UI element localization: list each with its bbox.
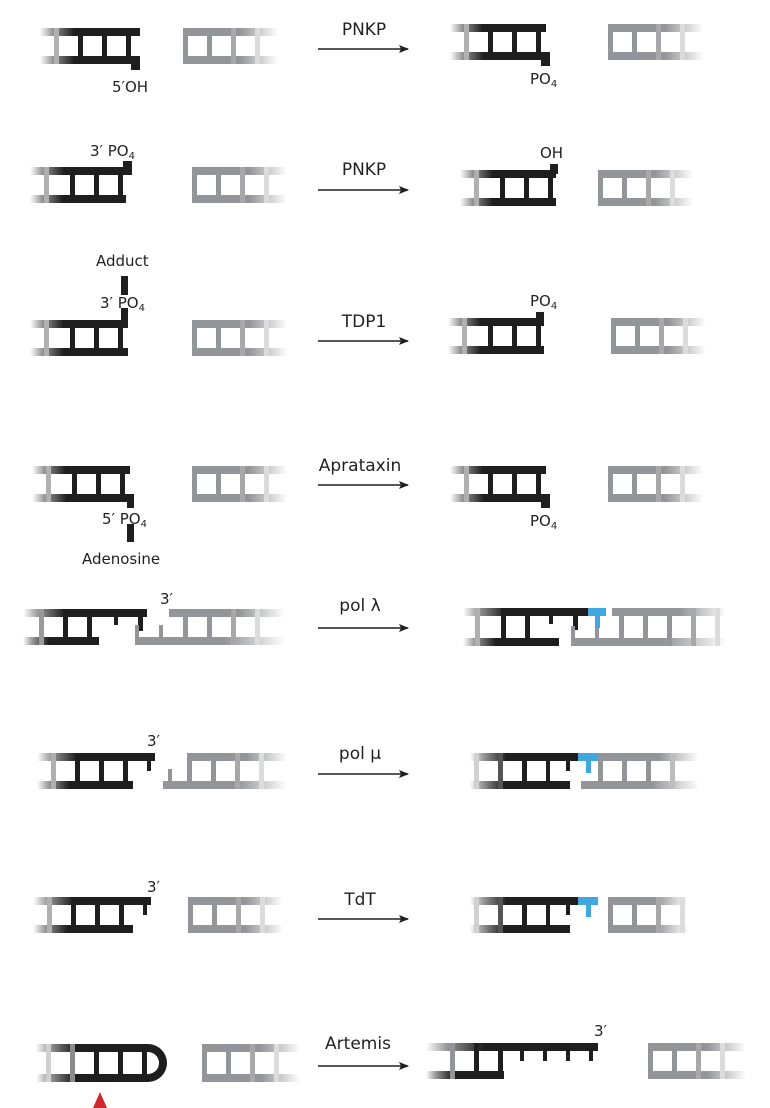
reaction-row-pnkp-3po4: 3′ PO4 PNKP OH xyxy=(0,140,770,230)
reaction-arrow xyxy=(318,337,409,345)
product-dna-duplex xyxy=(450,24,703,66)
enzyme-label-pol-mu: pol μ xyxy=(338,744,382,764)
reaction-row-tdp1: Adduct 3′ PO4 TDP1 PO4 xyxy=(0,240,770,370)
three-prime-po4-label: 3′ PO4 xyxy=(100,294,145,314)
reaction-arrow xyxy=(318,770,409,778)
enzyme-label-pnkp: PNKP xyxy=(341,160,387,180)
reaction-arrow xyxy=(318,915,409,923)
reaction-row-artemis: Artemis 3′ xyxy=(0,1010,770,1108)
substrate-dna-duplex xyxy=(32,466,287,542)
adenosine-label: Adenosine xyxy=(82,550,161,568)
product-dna-duplex xyxy=(448,312,706,354)
reaction-arrow xyxy=(318,186,409,194)
enzyme-label-pol-lambda: pol λ xyxy=(339,596,381,616)
substrate-dna-duplex xyxy=(30,161,287,203)
cleavage-site-marker xyxy=(93,1092,107,1108)
reaction-row-pol-lambda: 3′ pol λ xyxy=(0,580,770,670)
product-dna-duplex xyxy=(450,466,703,508)
enzyme-label-tdt: TdT xyxy=(344,890,376,910)
reaction-row-tdt: 3′ TdT xyxy=(0,860,770,950)
product-dna-duplex xyxy=(470,897,688,933)
substrate-dna-duplex xyxy=(40,28,278,70)
substrate-dna-duplex xyxy=(23,609,285,645)
enzyme-label-tdp1: TDP1 xyxy=(341,312,387,332)
reaction-arrow xyxy=(318,1062,409,1070)
substrate-dna-duplex xyxy=(37,753,287,789)
product-po4-label: PO4 xyxy=(530,70,558,90)
three-prime-po4-label: 3′ PO4 xyxy=(90,142,135,162)
adduct-block xyxy=(121,276,128,324)
product-dna-duplex xyxy=(460,164,693,206)
five-prime-oh-label: 5′OH xyxy=(112,78,149,96)
product-po4-label: PO4 xyxy=(530,292,558,312)
enzyme-label-artemis: Artemis xyxy=(325,1034,391,1054)
substrate-dna-duplex xyxy=(33,897,283,933)
enzyme-label-aprataxin: Aprataxin xyxy=(318,456,402,476)
three-prime-label: 3′ xyxy=(160,590,173,608)
product-dna-duplex xyxy=(426,1043,746,1079)
five-prime-po4-label: 5′ PO4 xyxy=(102,510,147,530)
enzyme-label-pnkp: PNKP xyxy=(341,20,387,40)
substrate-hairpin-dna xyxy=(36,1044,300,1108)
substrate-dna-duplex xyxy=(30,320,287,356)
product-oh-label: OH xyxy=(540,144,564,162)
reaction-arrow xyxy=(318,624,409,632)
three-prime-label: 3′ xyxy=(147,732,160,750)
product-dna-duplex xyxy=(470,753,699,789)
reaction-row-pnkp-5oh: 5′OH PNKP PO4 xyxy=(0,0,770,110)
adduct-label: Adduct xyxy=(96,252,149,270)
reaction-row-aprataxin: 5′ PO4 Adenosine Aprataxin PO4 xyxy=(0,440,770,570)
reaction-arrow xyxy=(318,45,409,53)
three-prime-label: 3′ xyxy=(147,878,160,896)
product-po4-label: PO4 xyxy=(530,512,558,532)
product-dna-duplex xyxy=(463,608,726,646)
reaction-arrow xyxy=(318,481,409,489)
three-prime-label: 3′ xyxy=(594,1022,607,1040)
reaction-row-pol-mu: 3′ pol μ xyxy=(0,720,770,810)
